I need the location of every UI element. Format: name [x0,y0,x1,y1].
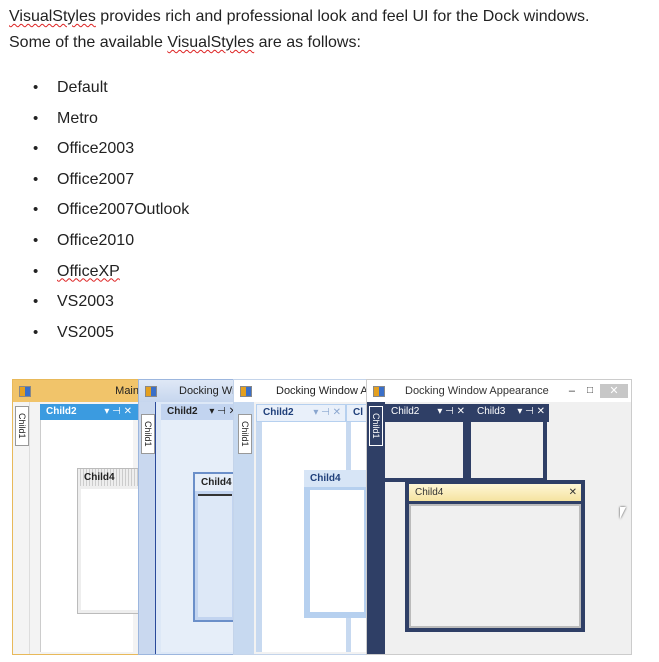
style-preview-panel-3: Docking Window A Child1 Child2▾ ⊣ ✕ Cl C… [233,379,371,655]
list-item-default: Default [0,76,189,107]
child2-dock-header[interactable]: Child2▾ ⊣ ✕ [385,404,471,422]
dock-controls[interactable]: ▾ ⊣ ✕ [209,406,236,417]
child3-body [467,422,547,482]
style-preview-panel-4: Docking Window Appearance – □ ✕ Child1 C… [366,379,632,655]
mouse-cursor-icon [620,507,626,519]
title-bar: Main [13,380,141,402]
dock-controls[interactable]: ▾ ⊣ ✕ [517,406,545,417]
title-bar: Docking Wi [139,380,235,402]
list-item-vs2005: VS2005 [0,321,189,352]
app-icon [19,386,31,397]
child4-float-window[interactable]: Child4✕ [405,480,585,632]
child4-float-window[interactable]: Child4 [77,468,141,614]
window-title: Main [115,385,139,397]
child4-close-icon[interactable]: ✕ [568,487,577,498]
left-dock-strip: Child1 [13,402,30,654]
child4-title: Child4 [78,469,141,486]
child4-title: Child4 [304,470,370,487]
maximize-icon[interactable]: □ [586,385,593,396]
child4-title: Child4 [195,474,235,491]
child1-tab[interactable]: Child1 [238,414,252,454]
child2-dock-header[interactable]: Child2▾ ⊣ ✕ [40,404,138,420]
title-bar: Docking Window A [234,380,370,402]
list-item-office2010: Office2010 [0,229,189,260]
list-item-vs2003: VS2003 [0,290,189,321]
style-preview-panel-1: Main Child1 Child2▾ ⊣ ✕ Child4 [12,379,142,655]
minimize-icon[interactable]: – [568,385,575,397]
child4-float-window[interactable]: Child4 [304,470,370,618]
left-dock-strip: Child1 [367,402,385,654]
child2-dock-header[interactable]: Child2▾ ⊣ ✕ [161,404,236,420]
left-dock-strip: Child1 [234,402,254,654]
list-item-office2003: Office2003 [0,137,189,168]
child1-tab[interactable]: Child1 [15,406,29,446]
child1-tab[interactable]: Child1 [369,406,383,446]
visualstyles-word: VisualStyles [9,8,96,25]
dock-controls[interactable]: ▾ ⊣ ✕ [313,407,341,418]
child4-body [198,494,232,617]
child4-body [81,489,141,610]
window-title: Docking Window Appearance [405,385,549,397]
child2-dock-header[interactable]: Child2▾ ⊣ ✕ [256,404,346,422]
list-item-metro: Metro [0,107,189,138]
window-title: Docking Wi [179,385,235,397]
child1-tab[interactable]: Child1 [141,414,155,454]
app-icon [240,386,252,397]
intro-line-2: Some of the available VisualStyles are a… [9,34,361,51]
child4-title: Child4✕ [409,484,581,501]
list-item-officexp: OfficeXP [0,260,189,291]
child2-body [385,422,467,482]
close-icon[interactable]: ✕ [600,384,628,398]
list-item-office2007: Office2007 [0,168,189,199]
list-item-office2007outlook: Office2007Outlook [0,198,189,229]
app-icon [145,386,157,397]
app-icon [373,386,385,397]
child4-float-window[interactable]: Child4 [193,472,235,622]
dock-controls[interactable]: ▾ ⊣ ✕ [437,406,465,417]
left-dock-strip: Child1 [139,402,156,654]
child3-dock-header[interactable]: Cl [346,404,370,422]
child3-dock-header[interactable]: Child3▾ ⊣ ✕ [471,404,549,422]
title-bar: Docking Window Appearance – □ ✕ [367,380,631,402]
visualstyles-word: VisualStyles [167,34,255,51]
style-preview-panel-2: Docking Wi Child1 Child2▾ ⊣ ✕ Child4 [138,379,236,655]
intro-line-1: VisualStyles provides rich and professio… [9,8,590,25]
child4-body [310,490,364,612]
child4-body [409,504,581,628]
visualstyles-list: Default Metro Office2003 Office2007 Offi… [0,76,189,351]
dock-controls[interactable]: ▾ ⊣ ✕ [104,406,132,417]
window-title: Docking Window A [276,385,368,397]
